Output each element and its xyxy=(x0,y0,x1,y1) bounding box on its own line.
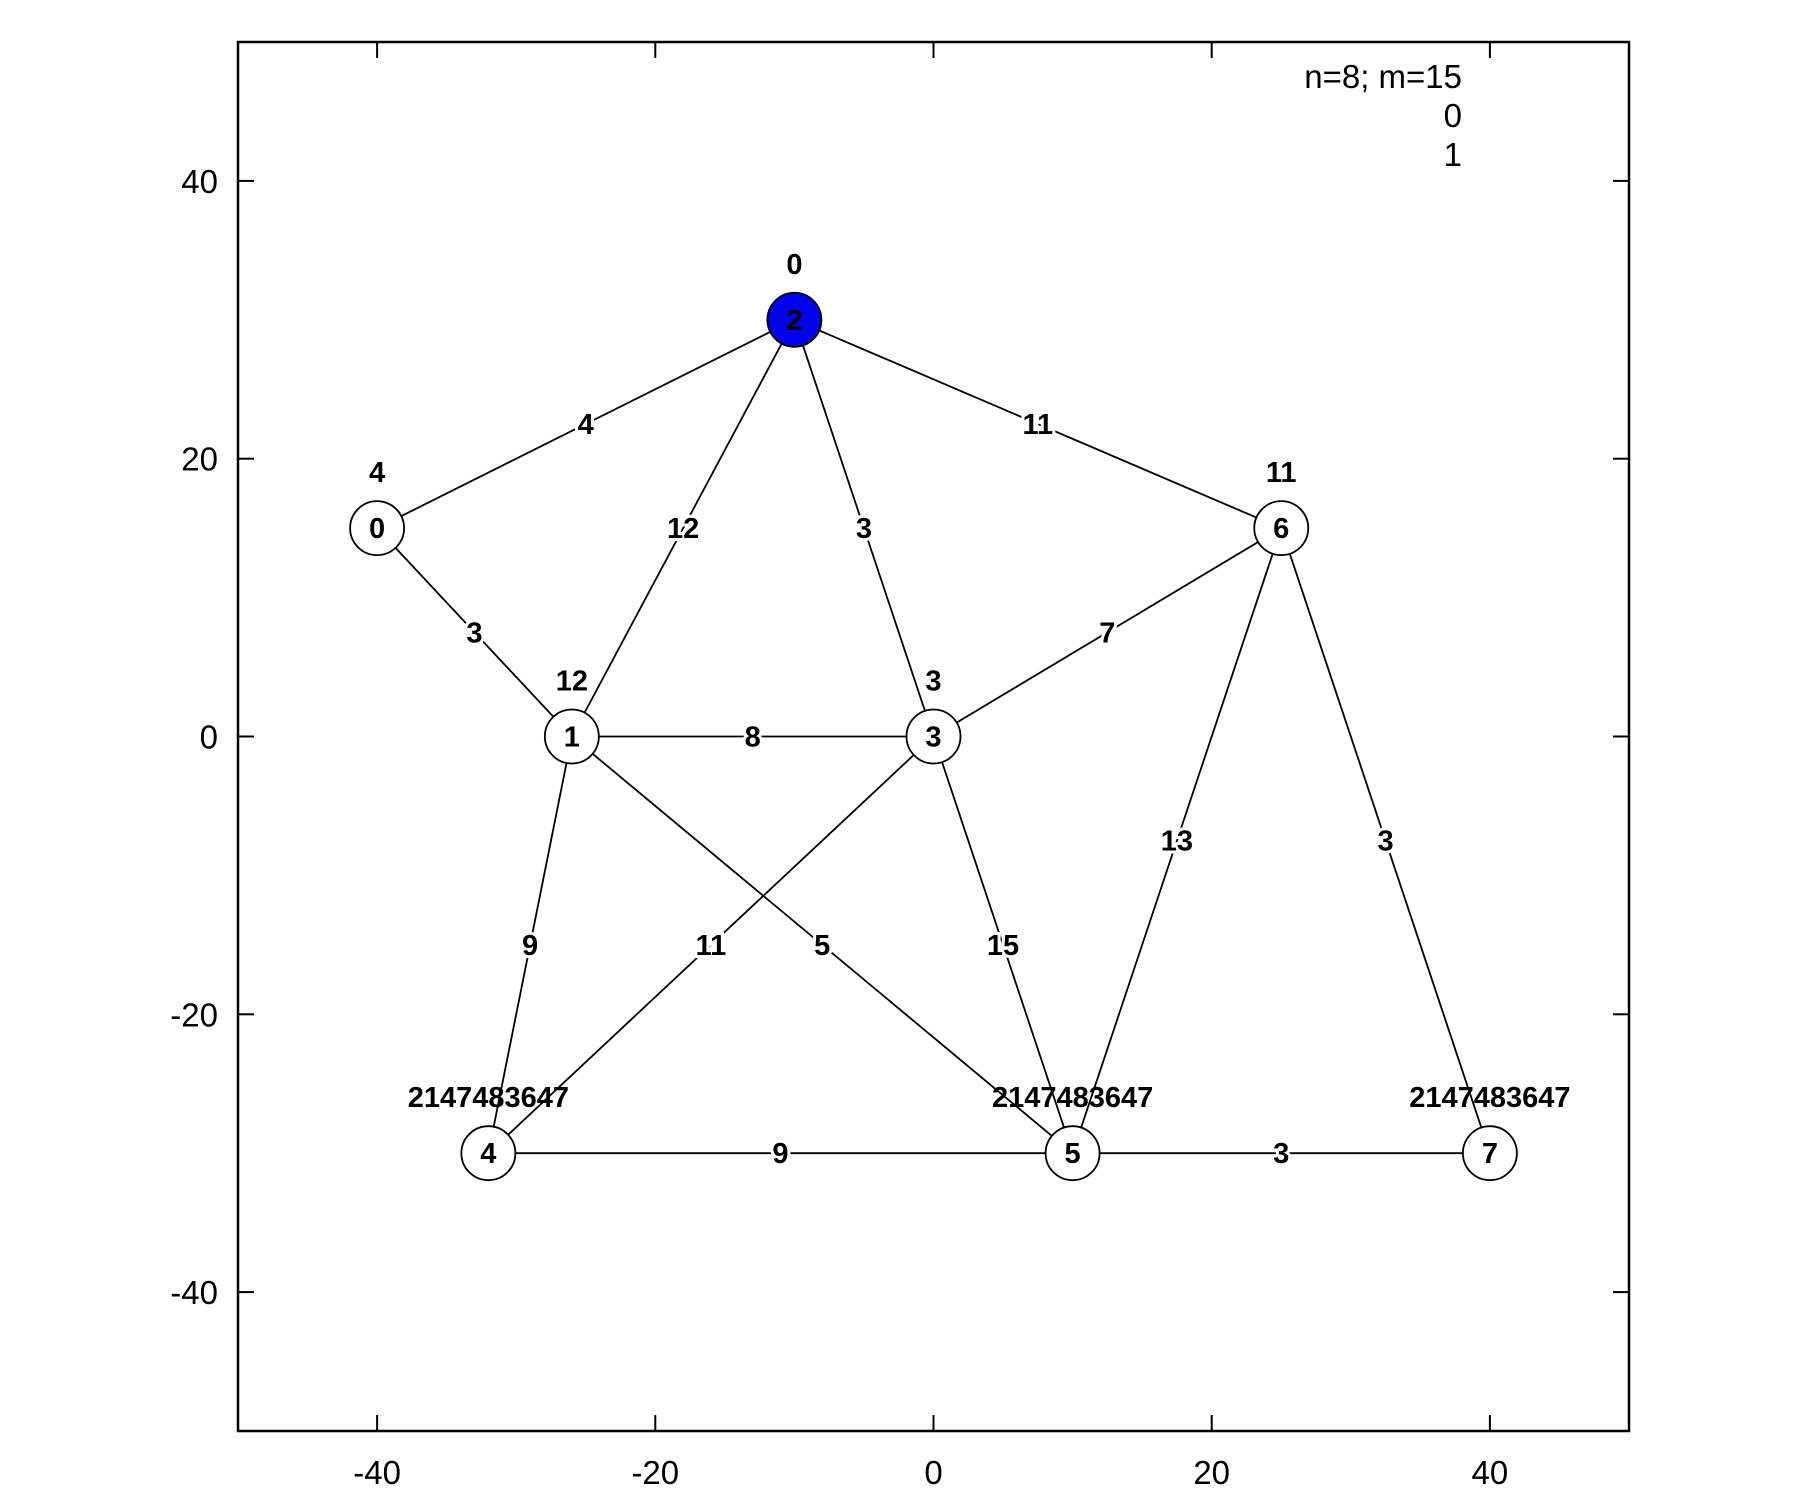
edge-weight-label: 4 xyxy=(578,409,594,441)
edge-weight-label: 11 xyxy=(1022,409,1053,441)
edge-2-6 xyxy=(794,318,1282,529)
edge-0-1 xyxy=(376,527,573,738)
edge-weight-label: 3 xyxy=(1273,1138,1289,1170)
y-tick-label: 20 xyxy=(181,441,218,478)
edge-weight-label: 5 xyxy=(814,930,830,962)
node-6: 6 11 xyxy=(1253,457,1310,557)
node-circle xyxy=(349,500,406,557)
edge-2-3 xyxy=(793,319,935,737)
node-circle xyxy=(905,708,962,765)
edge-weight-label: 11 xyxy=(696,930,727,962)
edge-weight-label: 9 xyxy=(522,930,538,962)
legend-line-0: 0 xyxy=(1444,97,1462,134)
node-4: 4 2147483647 xyxy=(408,1082,569,1182)
edge-1-2 xyxy=(571,319,796,737)
node-distance-label: 2147483647 xyxy=(1409,1082,1570,1114)
node-id-label: 7 xyxy=(1482,1138,1498,1170)
node-circle xyxy=(1462,1125,1518,1182)
legend-line-1: 1 xyxy=(1444,136,1462,173)
y-tick-label: 40 xyxy=(181,163,218,200)
node-id-label: 5 xyxy=(1065,1138,1081,1170)
node-distance-label: 12 xyxy=(556,666,588,698)
edge-weight-label: 12 xyxy=(667,513,699,545)
node-id-label: 1 xyxy=(564,722,580,754)
node-id-label: 6 xyxy=(1273,513,1289,545)
y-tick-label: -40 xyxy=(170,1274,218,1311)
edge-6-7 xyxy=(1280,527,1491,1154)
edge-5-6 xyxy=(1071,527,1283,1154)
edge-weight-label: 3 xyxy=(856,513,872,545)
edge-3-5 xyxy=(932,736,1074,1154)
edge-weight-label: 9 xyxy=(772,1138,788,1170)
edge-0-2 xyxy=(376,318,795,529)
node-distance-label: 11 xyxy=(1266,457,1297,489)
node-7: 7 2147483647 xyxy=(1409,1082,1571,1182)
node-circle xyxy=(1044,1125,1101,1182)
y-tick-label: -20 xyxy=(170,996,218,1033)
nodes-layer: 0411220334214748364752147483647611721474… xyxy=(349,249,1571,1182)
x-tick-label: 20 xyxy=(1193,1454,1230,1491)
node-3: 33 xyxy=(905,666,962,765)
node-distance-label: 4 xyxy=(369,457,385,489)
node-id-label: 2 xyxy=(786,305,802,337)
node-id-label: 0 xyxy=(369,513,385,545)
y-tick-label: 0 xyxy=(200,719,218,756)
edge-weight-label: 15 xyxy=(987,930,1019,962)
x-tick-label: 0 xyxy=(924,1454,942,1491)
edge-1-4 xyxy=(487,736,573,1154)
x-tick-label: -20 xyxy=(631,1454,679,1491)
edge-3-6 xyxy=(933,527,1282,738)
node-circle xyxy=(766,291,823,348)
node-0: 04 xyxy=(349,457,406,557)
node-id-label: 3 xyxy=(925,722,941,754)
edge-3-4 xyxy=(487,735,935,1154)
node-circle xyxy=(1253,500,1310,557)
edge-1-5 xyxy=(571,735,1074,1154)
node-circle xyxy=(543,708,600,765)
node-2: 20 xyxy=(766,249,823,348)
node-id-label: 4 xyxy=(480,1138,496,1170)
node-5: 5 2147483647 xyxy=(992,1082,1153,1182)
node-1: 1 12 xyxy=(543,666,600,765)
edge-weight-label: 3 xyxy=(1378,826,1394,858)
legend: n=8; m=15 0 1 xyxy=(1304,58,1462,173)
edge-weight-label: 8 xyxy=(745,722,761,754)
node-distance-label: 2147483647 xyxy=(408,1082,569,1114)
node-distance-label: 2147483647 xyxy=(992,1082,1153,1114)
x-tick-label: 40 xyxy=(1472,1454,1509,1491)
edge-weight-label: 7 xyxy=(1099,617,1115,649)
x-tick-label: -40 xyxy=(353,1454,401,1491)
edges-layer xyxy=(376,318,1491,1155)
node-distance-label: 0 xyxy=(786,249,802,281)
edge-weight-label: 3 xyxy=(466,617,482,649)
node-circle xyxy=(460,1125,517,1182)
legend-header: n=8; m=15 xyxy=(1304,58,1462,95)
node-distance-label: 3 xyxy=(925,666,941,698)
edge-weight-label: 13 xyxy=(1161,826,1193,858)
